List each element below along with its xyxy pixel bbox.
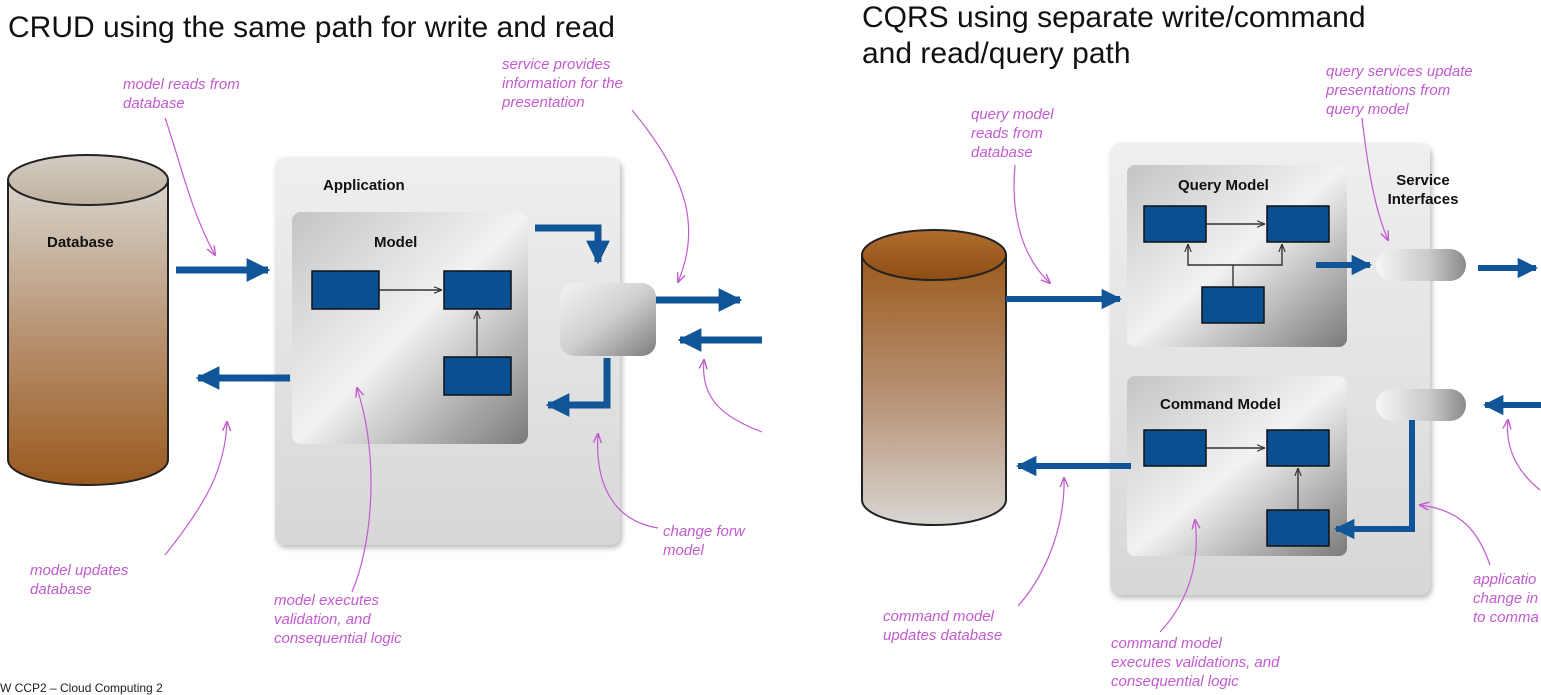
service-interface bbox=[560, 283, 656, 356]
command-model-label: Command Model bbox=[1160, 396, 1281, 413]
database-cylinder bbox=[7, 154, 169, 486]
command-service-interface bbox=[1376, 389, 1466, 421]
cqrs-title: CQRS using separate write/command and re… bbox=[862, 1, 1366, 70]
model-component-box bbox=[443, 270, 512, 310]
model-label: Model bbox=[374, 234, 418, 251]
model-component-box bbox=[311, 270, 380, 310]
model-component-box bbox=[443, 356, 512, 396]
query-service-interface bbox=[1376, 249, 1466, 281]
command-component-box bbox=[1266, 429, 1330, 467]
database-label: Database bbox=[47, 234, 114, 251]
annotation-model-reads: model reads from database bbox=[123, 76, 240, 112]
crud-title: CRUD using the same path for write and r… bbox=[8, 11, 615, 44]
query-flow-arrow bbox=[1233, 244, 1282, 266]
query-component-box bbox=[1201, 286, 1265, 324]
command-component-box bbox=[1266, 509, 1330, 547]
service-interfaces-label: Service Interfaces bbox=[1387, 172, 1459, 208]
data-flow-arrows bbox=[176, 224, 762, 417]
annotation-application-change: applicatio change in to comma bbox=[1473, 571, 1539, 626]
query-flow-arrow bbox=[1188, 244, 1234, 287]
database-cylinder bbox=[861, 229, 1007, 526]
command-component-box bbox=[1143, 429, 1207, 467]
annotation-pointers bbox=[1013, 117, 1541, 633]
data-flow-arrows bbox=[1006, 254, 1541, 540]
annotation-command-updates: command model updates database bbox=[883, 608, 1003, 644]
query-component-box bbox=[1143, 205, 1207, 243]
query-component-box bbox=[1266, 205, 1330, 243]
annotation-model-executes: model executes validation, and consequen… bbox=[274, 592, 402, 647]
annotation-change-forwards: change forw model bbox=[663, 523, 745, 559]
annotation-service-provides: service provides information for the pre… bbox=[502, 56, 623, 111]
annotation-pointers bbox=[164, 109, 763, 593]
query-model-label: Query Model bbox=[1178, 177, 1269, 194]
annotation-command-executes: command model executes validations, and … bbox=[1111, 635, 1280, 690]
annotation-query-reads: query model reads from database bbox=[971, 106, 1054, 161]
footer-text: W CCP2 – Cloud Computing 2 bbox=[0, 681, 163, 695]
annotation-query-services: query services update presentations from… bbox=[1326, 63, 1473, 118]
annotation-model-updates: model updates database bbox=[30, 562, 129, 598]
application-label: Application bbox=[323, 177, 405, 194]
